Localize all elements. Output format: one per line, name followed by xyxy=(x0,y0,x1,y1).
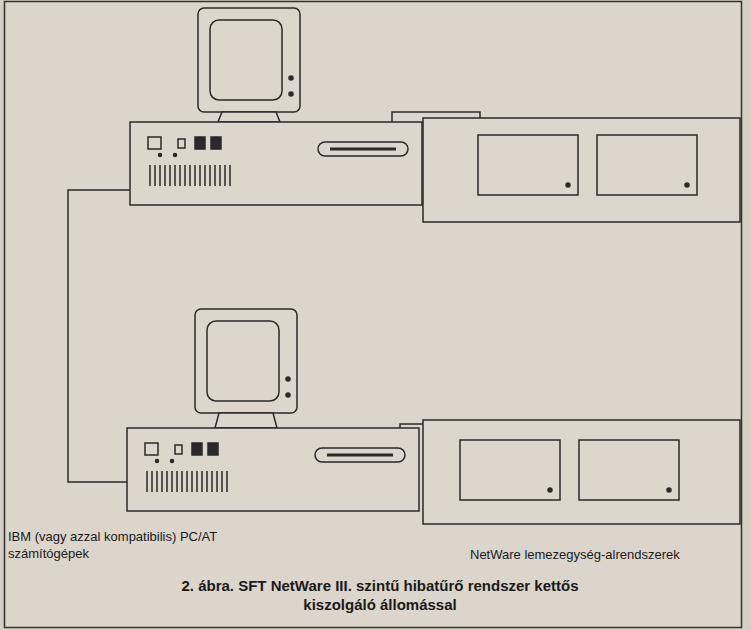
disk-drive xyxy=(460,440,560,500)
vents xyxy=(150,165,230,186)
figure-frame xyxy=(5,2,742,628)
led xyxy=(156,460,159,463)
disk-drive xyxy=(579,440,679,500)
led xyxy=(174,154,177,157)
floppy-slot xyxy=(330,148,396,151)
monitor-screen xyxy=(210,20,282,100)
monitor-screen xyxy=(207,321,279,401)
monitor xyxy=(195,309,297,413)
system-unit xyxy=(127,428,419,511)
indicator xyxy=(192,443,202,455)
disk-drive xyxy=(478,135,578,195)
system-unit xyxy=(130,122,422,205)
indicator xyxy=(208,443,218,455)
disk-subsystem xyxy=(423,118,740,222)
led xyxy=(159,154,162,157)
pc-at-computer xyxy=(127,309,419,511)
drive-led xyxy=(566,183,570,187)
floppy-drive xyxy=(318,142,408,156)
disk-cabinet xyxy=(423,118,740,222)
computer-label: IBM (vagy azzal kompatibilis) PC/AT szám… xyxy=(8,528,218,562)
disk-drive xyxy=(597,135,697,195)
disk-subsystem xyxy=(423,420,740,524)
monitor-stand xyxy=(215,413,277,428)
power-switch xyxy=(148,137,161,149)
disk-label: NetWare lemezegység-alrendszerek xyxy=(470,546,735,563)
monitor-button xyxy=(286,393,290,397)
pc-at-computer xyxy=(130,8,422,205)
indicator xyxy=(211,137,221,149)
monitor-button xyxy=(289,76,293,80)
floppy-slot xyxy=(327,454,393,457)
figure-caption: 2. ábra. SFT NetWare III. szintű hibatűr… xyxy=(165,576,595,614)
indicator xyxy=(195,137,205,149)
key-lock xyxy=(175,445,182,454)
drive-led xyxy=(548,488,552,492)
led xyxy=(171,460,174,463)
drive-led xyxy=(685,183,689,187)
key-lock xyxy=(178,139,185,148)
drive-led xyxy=(667,488,671,492)
power-switch xyxy=(145,443,158,455)
vents xyxy=(147,471,227,492)
disk-cabinet xyxy=(423,420,740,524)
monitor-button xyxy=(289,92,293,96)
floppy-drive xyxy=(315,448,405,462)
network-cable xyxy=(68,190,130,482)
monitor-stand xyxy=(218,112,280,122)
monitor-button xyxy=(286,377,290,381)
monitor xyxy=(198,8,300,112)
